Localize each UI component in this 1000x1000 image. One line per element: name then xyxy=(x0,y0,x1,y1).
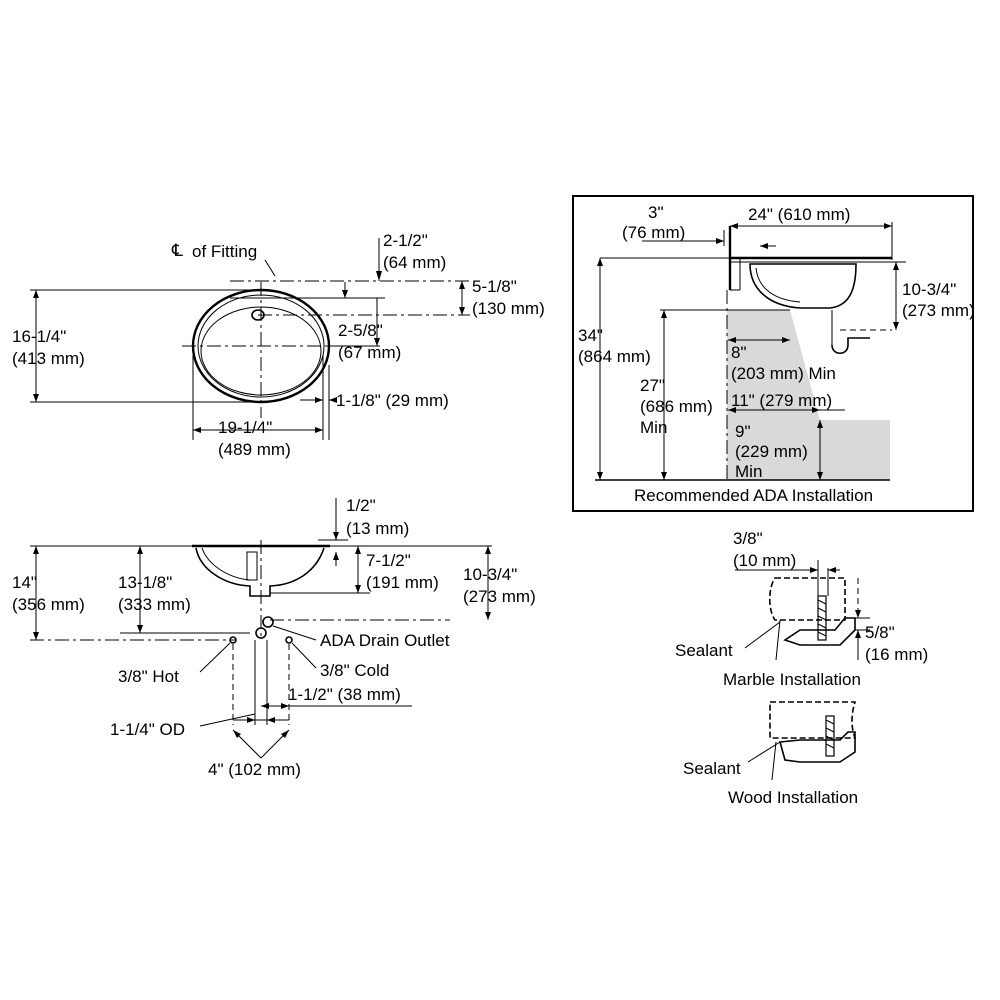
cold-label: 3/8" Cold xyxy=(320,661,389,680)
dim-1-1-2: 1-1/2" (38 mm) xyxy=(288,685,401,704)
ada-min-a: Min xyxy=(640,418,667,437)
top-view: ℄ of Fitting 2-1/2" (64 mm) 5-1/8" (130 … xyxy=(12,231,545,459)
marble-dim-10mm: (10 mm) xyxy=(733,551,796,570)
wood-flange xyxy=(778,731,856,763)
ada-dim-273mm: (273 mm) xyxy=(902,301,975,320)
dim-1-1-8: 1-1/8" (29 mm) xyxy=(336,391,449,410)
dim-130mm: (130 mm) xyxy=(472,299,545,318)
ada-dim-686mm: (686 mm) xyxy=(640,397,713,416)
ada-dim-8: 8" xyxy=(731,343,747,362)
dim-489mm: (489 mm) xyxy=(218,440,291,459)
drain-outlet xyxy=(255,627,267,639)
dim-2-1-2: 2-1/2" xyxy=(383,231,428,250)
dim-5-1-8: 5-1/8" xyxy=(472,277,517,296)
marble-dim-16mm: (16 mm) xyxy=(865,645,928,664)
dim-356mm: (356 mm) xyxy=(12,595,85,614)
ada-min-b: Min xyxy=(735,462,762,481)
dim-1-2: 1/2" xyxy=(346,496,376,515)
knee-clearance xyxy=(727,310,890,480)
dim-64mm: (64 mm) xyxy=(383,253,446,272)
dim-191mm: (191 mm) xyxy=(366,573,439,592)
ada-dim-11: 11" (279 mm) xyxy=(731,391,832,410)
ada-dim-9: 9" xyxy=(735,422,751,441)
sink-section xyxy=(195,547,325,597)
od-label: 1-1/4" OD xyxy=(110,720,185,739)
marble-installation: 3/8" (10 mm) 5/8" (16 mm) Sealant Marble… xyxy=(675,529,928,689)
ada-installation: 3" (76 mm) 24" (610 mm) 10-3/4" (273 mm)… xyxy=(572,195,975,512)
ada-dim-203mm: (203 mm) Min xyxy=(731,364,836,383)
dim-10-3-4: 10-3/4" xyxy=(463,565,517,584)
wood-installation: Sealant Wood Installation xyxy=(683,701,858,807)
dim-19-1-4: 19-1/4" xyxy=(218,418,272,437)
dim-13-1-8: 13-1/8" xyxy=(118,573,172,592)
ada-dim-34: 34" xyxy=(578,326,603,345)
dim-2-5-8: 2-5/8" xyxy=(338,321,383,340)
dim-7-1-2: 7-1/2" xyxy=(366,551,411,570)
wood-sealant-label: Sealant xyxy=(683,759,741,778)
ada-drain-outlet-label: ADA Drain Outlet xyxy=(320,631,450,650)
dim-273mm: (273 mm) xyxy=(463,587,536,606)
dim-4: 4" (102 mm) xyxy=(208,760,301,779)
marble-flange xyxy=(783,617,856,646)
dim-333mm: (333 mm) xyxy=(118,595,191,614)
marble-sealant-label: Sealant xyxy=(675,641,733,660)
marble-dim-3-8: 3/8" xyxy=(733,529,763,548)
ada-caption: Recommended ADA Installation xyxy=(634,486,873,505)
ada-drain-outlet xyxy=(262,616,274,628)
hot-label: 3/8" Hot xyxy=(118,667,179,686)
marble-caption: Marble Installation xyxy=(723,670,861,689)
wood-counter xyxy=(769,701,857,739)
dim-67mm: (67 mm) xyxy=(338,343,401,362)
cl-symbol: ℄ xyxy=(171,241,183,260)
dim-14: 14" xyxy=(12,573,37,592)
ada-dim-76mm: (76 mm) xyxy=(622,223,685,242)
marble-dim-5-8: 5/8" xyxy=(865,623,895,642)
ada-dim-27: 27" xyxy=(640,376,665,395)
cold-supply xyxy=(285,636,293,644)
ada-dim-3: 3" xyxy=(648,203,664,222)
ada-dim-24: 24" (610 mm) xyxy=(748,205,850,224)
ada-dim-229mm: (229 mm) xyxy=(735,442,808,461)
side-view: 14" (356 mm) 13-1/8" (333 mm) 1/2" (13 m… xyxy=(12,496,536,779)
marble-counter xyxy=(768,577,846,621)
wood-caption: Wood Installation xyxy=(728,788,858,807)
ada-dim-10-3-4: 10-3/4" xyxy=(902,280,956,299)
ada-frame xyxy=(572,195,974,512)
dim-16-1-4: 16-1/4" xyxy=(12,327,66,346)
ada-sink xyxy=(749,263,857,309)
overflow-channel xyxy=(246,551,258,581)
ada-dim-864mm: (864 mm) xyxy=(578,347,651,366)
dim-13mm: (13 mm) xyxy=(346,519,409,538)
dim-413mm: (413 mm) xyxy=(12,349,85,368)
hot-supply xyxy=(229,636,237,644)
cl-of-fitting-label: of Fitting xyxy=(192,242,257,261)
p-trap xyxy=(831,337,870,355)
